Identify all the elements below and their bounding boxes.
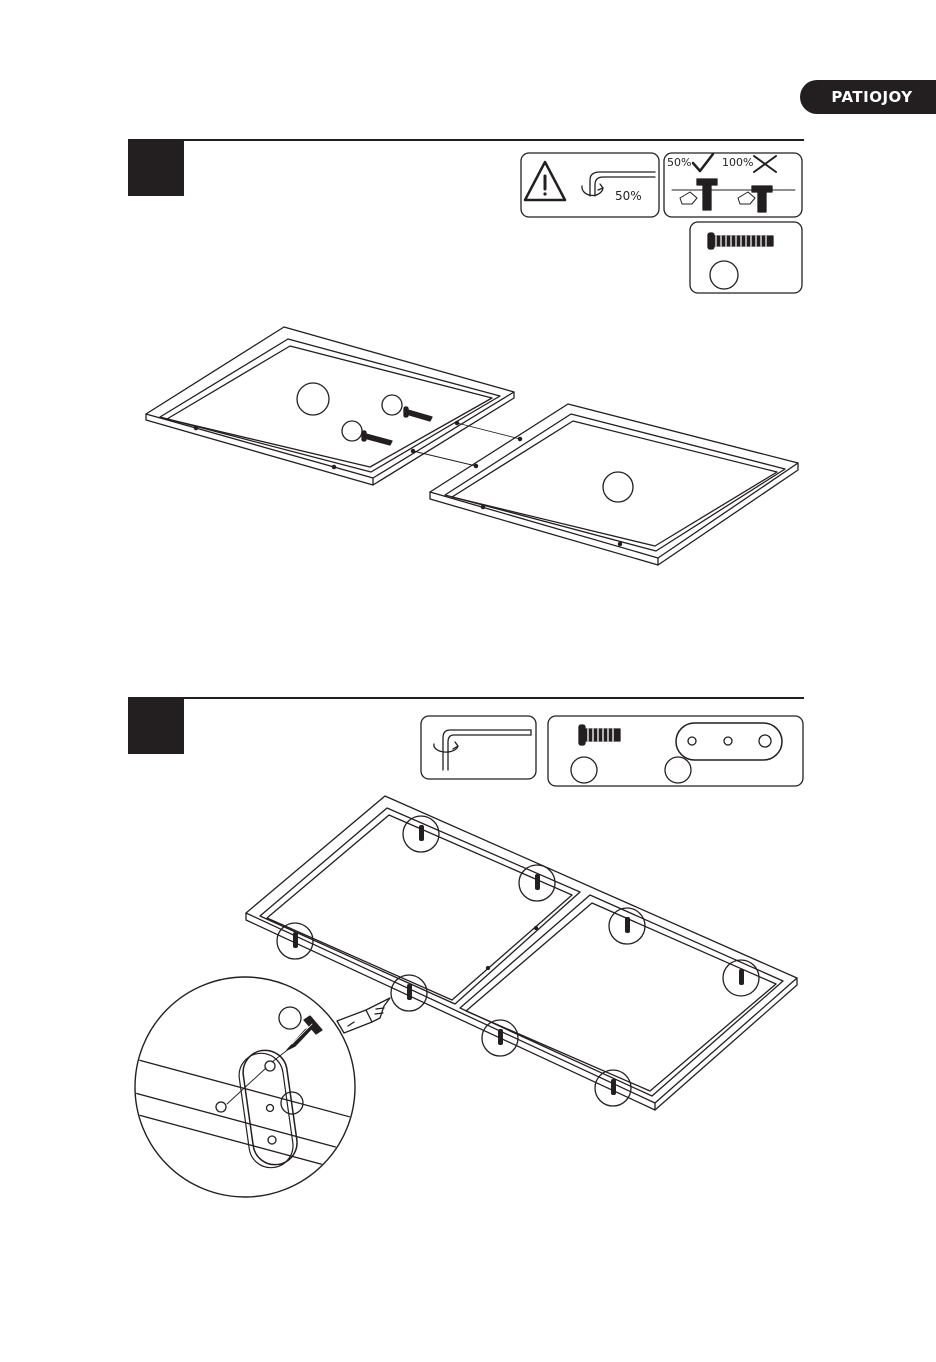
step-2-parts-panel — [548, 716, 803, 786]
step-2-tool-panel — [421, 716, 536, 779]
part-callout-circle — [571, 757, 597, 783]
step-1-warning-panel: 50% — [521, 153, 659, 217]
allen-key-icon — [434, 730, 531, 770]
part-callout-circle — [710, 261, 738, 289]
step-1-bolts — [362, 407, 432, 445]
part-callout-circle — [665, 757, 691, 783]
pointing-hand-icon — [337, 998, 390, 1033]
warning-triangle-icon — [525, 162, 565, 200]
step-2-detail-zoom — [120, 977, 380, 1197]
bolt-icon — [287, 1016, 322, 1050]
check-icon — [693, 154, 713, 171]
cross-icon — [754, 156, 776, 172]
connecting-plate-icon — [236, 1047, 300, 1170]
half-tight-bolt-icon — [680, 179, 717, 210]
tighten-bad-percent: 100% — [722, 156, 753, 169]
torque-percent-label: 50% — [615, 189, 642, 203]
tighten-ok-percent: 50% — [667, 156, 691, 169]
zoom-leader-line — [348, 1022, 354, 1026]
step-1-left-frame — [146, 327, 514, 485]
step-1-right-frame — [430, 404, 798, 565]
bolt-icon — [579, 725, 620, 745]
bolt-icon — [708, 233, 773, 249]
step-1-parts-panel — [690, 222, 802, 293]
step-2-frame-assembly — [246, 796, 797, 1110]
connecting-plate-icon — [676, 723, 782, 760]
step-1-tighten-panel: 50% 100% — [664, 153, 802, 217]
